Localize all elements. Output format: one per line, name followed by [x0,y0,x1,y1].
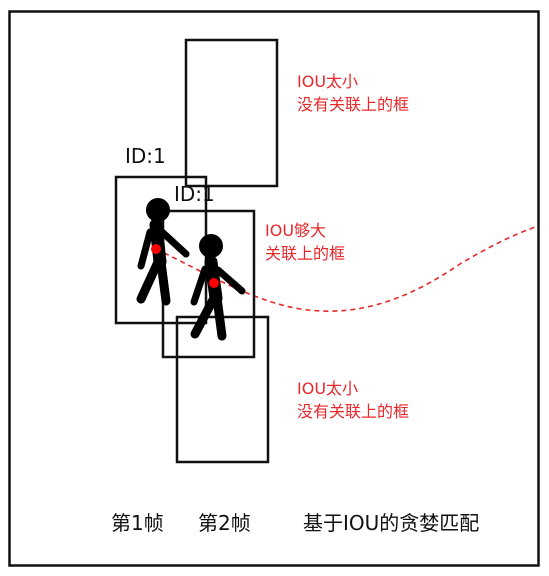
trajectory-curve [155,225,539,312]
annotation-top-line1: IOU太小 [297,72,358,91]
caption-frame1: 第1帧 [111,511,164,535]
annotation-bottom-line2: 没有关联上的框 [297,402,409,421]
outer-frame [8,10,540,567]
annotation-middle-line1: IOU够大 [265,221,326,240]
id-label-frame2: ID:1 [174,182,215,206]
walking-person-icon [190,234,246,341]
candidate-box-top [184,38,279,188]
walking-person-icon [136,198,190,306]
center-point-frame1 [151,244,161,254]
annotation-top-line2: 没有关联上的框 [297,95,409,114]
annotation-middle-line2: 关联上的框 [265,244,345,263]
caption-frame2: 第2帧 [198,511,251,535]
id-label-frame1: ID:1 [125,144,166,168]
center-point-frame2 [209,278,219,288]
annotation-bottom-line1: IOU太小 [297,379,358,398]
caption-method: 基于IOU的贪婪匹配 [303,511,479,535]
